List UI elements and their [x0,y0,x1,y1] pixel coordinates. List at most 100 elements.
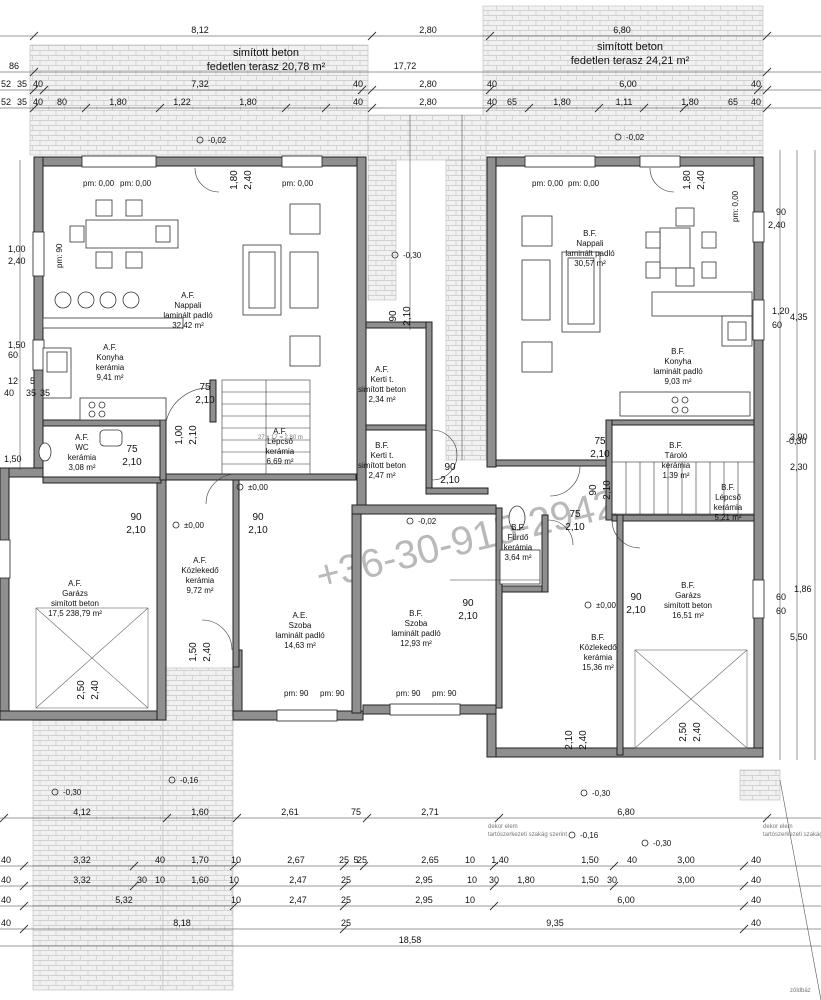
top-dim-r3-1: 35 [17,97,27,107]
paving [29,5,781,991]
bottom-dim-r2-7: 25 [341,875,351,885]
room-af-konyha-line1: Konyha [96,353,124,362]
opening-d16-w: 2,10 [564,730,575,750]
bottom-dim-r1-6: 25 [339,855,349,865]
bottom-dim-r3-7: 6,00 [617,895,635,905]
misc-left-3: 60 [8,350,18,360]
top-dim-r3-15: 40 [751,97,761,107]
sill-0: pm: 0,00 [83,179,115,188]
bottom-dim-r4-3: 9,35 [546,918,564,928]
room-af-kerti-line2: simított beton [358,385,406,394]
bottom-dim-r2-9: 10 [467,875,477,885]
decor-text-1b: tartószerkezeti szakág szerint [488,832,567,838]
room-af-lepcso-line3: 6,69 m² [266,457,293,466]
room-af-wc-line0: A.F. [75,433,89,442]
door-swings [165,167,675,651]
level-3: -0,02 [208,136,227,145]
misc-left-1: 2,40 [8,256,26,266]
level-5: -0,02 [418,517,437,526]
room-af-lepcso-line1: Lépcső [267,437,293,446]
misc-left-6: 40 [4,388,14,398]
level-marker-0 [172,521,180,529]
opening-d6-h: 2,10 [248,525,268,536]
room-af-garazs-line3: 17,5 238,79 m² [48,609,102,618]
bottom-dim-r2-13: 30 [607,875,617,885]
level-marker-3 [196,136,204,144]
bottom-dim-r5-0: 18,58 [399,935,422,945]
bottom-dim-r0-4: 2,71 [421,807,439,817]
room-af-nappali-line2: laminált padló [163,311,213,320]
terrace-right-line1: simított beton [597,41,663,53]
room-af-kozlekedo-line0: A.F. [193,556,207,565]
room-af-nappali-line0: A.F. [181,291,195,300]
room-bf-kozlekedo-line3: 15,36 m² [582,663,614,672]
bottom-dim-r2-14: 3,00 [677,875,695,885]
level-11: -0,30 [653,839,672,848]
opening-d14-h: 2,40 [90,680,101,700]
bottom-dim-r1-3: 1,70 [191,855,209,865]
room-bf-tarolo-line3: 1,39 m² [662,471,689,480]
top-dim-r3-14: 65 [728,97,738,107]
misc-right-10: 60 [776,592,786,602]
opening-d13-h: 2,10 [402,306,413,326]
opening-d10-h: 2,10 [458,611,478,622]
sill-5: pm: 0,00 [731,190,740,222]
terrace-left-line2: fedetlen terasz 20,78 m² [207,61,326,73]
level-marker-1 [584,601,592,609]
room-bf-garazs-line2: simított beton [664,601,712,610]
bottom-dim-r3-1: 5,32 [115,895,133,905]
level-markers: ±0,00±0,00±0,00-0,02-0,02-0,02-0,30-0,30… [51,133,672,848]
level-marker-9 [168,776,176,784]
level-marker-10 [568,831,576,839]
opening-d15-h: 2,40 [692,722,703,742]
sill-10: pm: 90 [432,689,457,698]
misc-right-2: 1,20 [772,306,790,316]
room-bf-konyha-line3: 9,03 m² [664,377,691,386]
room-af-garazs-line1: Garázs [62,589,88,598]
misc-left-5: 5 [30,376,35,386]
bottom-dim-r0-3: 75 [351,807,361,817]
top-dim-r2-7: 6,00 [619,79,637,89]
top-dim-r2-6: 40 [487,79,497,89]
room-bf-furdo-line3: 3,64 m² [504,553,531,562]
bottom-dim-r4-0: 40 [1,918,11,928]
top-dim-r1-0: 86 [9,61,19,71]
room-af-konyha-line3: 9,41 m² [96,373,123,382]
opening-d4-w: 75 [126,444,138,455]
room-af-nappali-line1: Nappali [174,301,201,310]
furniture-left [38,199,321,462]
opening-d11-w: 75 [569,509,581,520]
bottom-dim-r1-14: 3,00 [677,855,695,865]
room-bf-lepcso-line1: Lépcső [715,493,741,502]
opening-d4-h: 2,10 [122,457,142,468]
opening-d5-w: 90 [130,512,142,523]
top-dim-r3-2: 40 [33,97,43,107]
room-bf-lepcso-line2: kerámia [714,503,743,512]
room-af-nappali-line3: 32,42 m² [172,321,204,330]
misc-right-8: 2,30 [790,462,808,472]
bottom-dim-r3-6: 10 [465,895,475,905]
opening-d6-w: 90 [252,512,264,523]
bottom-dim-r2-5: 10 [229,875,239,885]
misc-right-3: 60 [772,320,782,330]
room-bf-kozlekedo-line1: Közlekedő [579,643,617,652]
room-bf-szoba-line0: B.F. [409,609,423,618]
top-dim-r3-4: 1,80 [109,97,127,107]
opening-d13-w: 90 [388,310,399,322]
bottom-dim-r0-2: 2,61 [281,807,299,817]
opening-d15-w: 2,50 [678,722,689,742]
top-dim-r3-9: 40 [487,97,497,107]
opening-d16-h: 2,40 [578,730,589,750]
level-6: -0,30 [592,789,611,798]
opening-d17-w: 1,00 [174,425,185,445]
stair-label: 27 x 17 = 2,80 m [258,435,303,441]
furniture-right [499,207,753,585]
bottom-dim-r2-3: 10 [155,875,165,885]
top-dim-r3-13: 1,80 [681,97,699,107]
bottom-dim-r1-13: 40 [627,855,637,865]
opening-d2-h: 2,40 [696,170,707,190]
sill-2: pm: 0,00 [282,179,314,188]
